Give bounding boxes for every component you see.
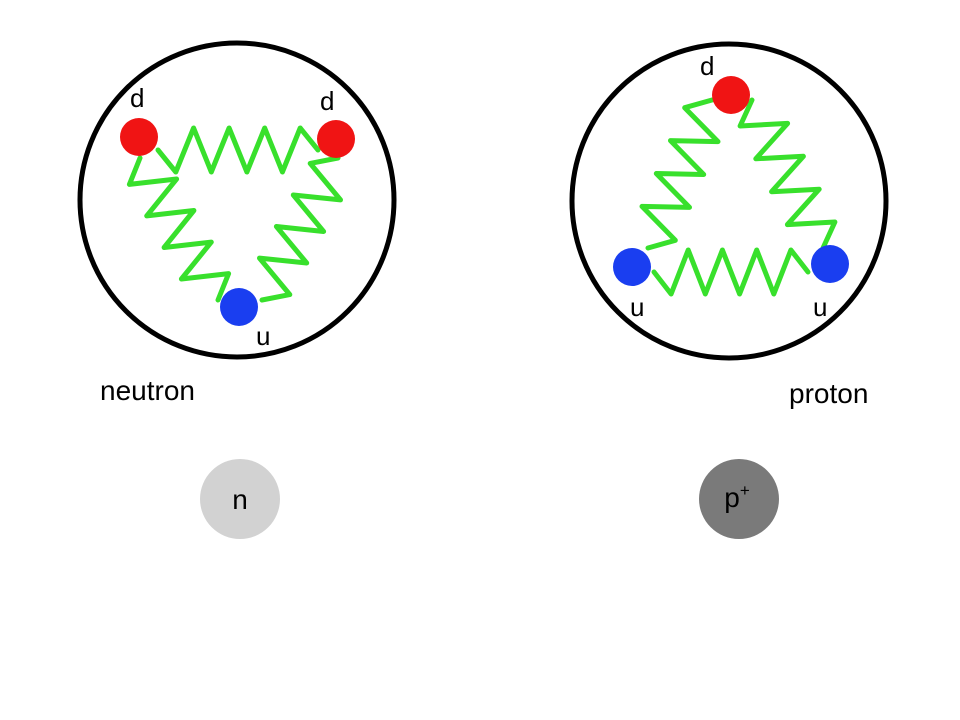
neutron-badge-circle [200,459,280,539]
up-quark [811,245,849,283]
proton-label: proton [789,378,868,409]
down-quark [120,118,158,156]
gluon-line [155,125,321,175]
quark-label: u [813,292,827,322]
quark-label: d [700,51,714,81]
neutron-label: neutron [100,375,195,406]
neutron-symbol: n [232,484,248,515]
quark-label: d [130,83,144,113]
proton-outline [569,41,889,361]
gluon-line [126,155,232,303]
proton-badge: p+ [699,459,779,539]
down-quark [712,76,750,114]
neutron-badge: n [200,459,280,539]
gluon-line [639,97,721,251]
proton-diagram: d u u proton [569,41,889,409]
gluon-line [651,247,811,297]
proton-symbol: p+ [724,481,750,513]
neutron-outline [77,40,397,360]
neutron-diagram: d d u neutron [77,40,397,406]
quark-label: d [320,86,334,116]
quark-label: u [630,292,644,322]
quark-label: u [256,321,270,351]
proton-badge-circle [699,459,779,539]
gluon-line [257,155,343,303]
up-quark [220,288,258,326]
gluon-line [737,97,838,251]
up-quark [613,248,651,286]
down-quark [317,120,355,158]
